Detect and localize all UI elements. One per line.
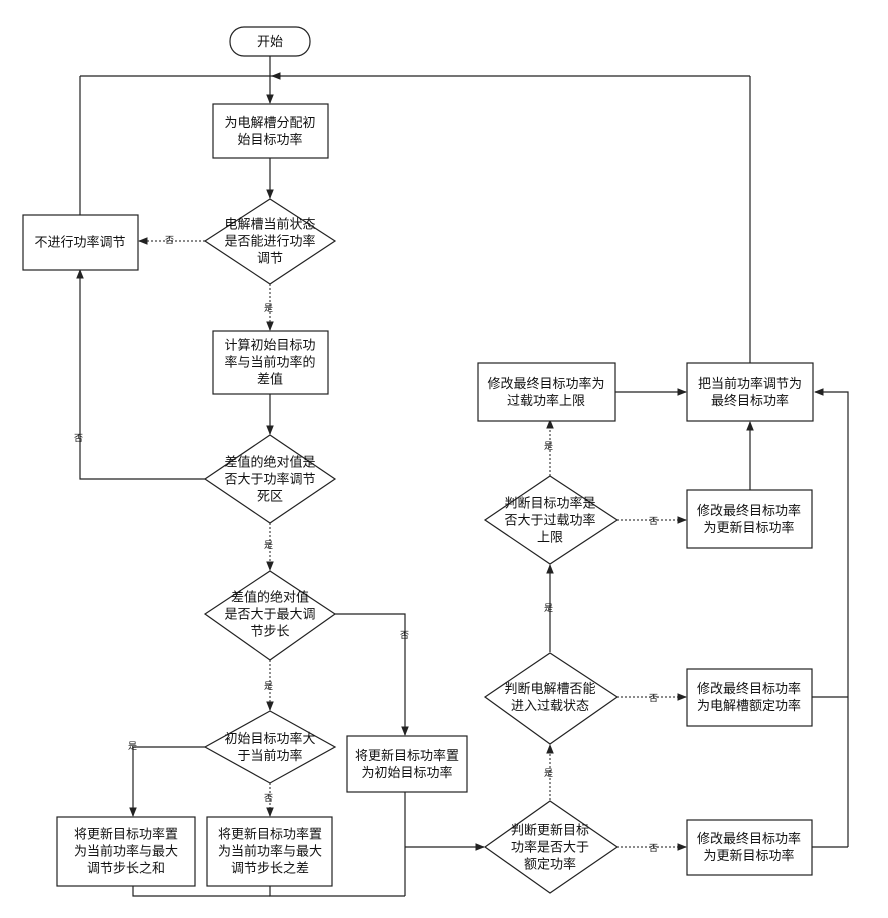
assign-line: 始目标功率: [237, 132, 302, 148]
final-overload-line: 过载功率上限: [507, 393, 585, 409]
max-step-line: 是否大于最大调: [224, 608, 315, 623]
enter-overload-line: 进入过载状态: [511, 699, 589, 714]
label-yes: 是: [544, 768, 553, 779]
set-sum-line: 将更新目标功率置: [74, 827, 178, 843]
set-diff-label: 将更新目标功率置为当前功率与最大调节步长之差: [218, 827, 322, 877]
max-step-line: 差值的绝对值: [231, 590, 309, 606]
label-yes: 是: [264, 540, 273, 551]
apply-line: 把当前功率调节为: [698, 376, 802, 392]
gt-overload-line: 否大于过载功率: [504, 513, 595, 529]
final-update2-line: 修改最终目标功率: [697, 831, 801, 847]
label-no: 否: [649, 843, 658, 854]
gt-rated-line: 功率是否大于: [511, 840, 589, 856]
final-update2-box: [687, 820, 812, 875]
final-update2-line: 为更新目标功率: [703, 848, 794, 864]
label-yes: 是: [128, 741, 137, 752]
deadzone-line: 否大于功率调节: [224, 472, 315, 488]
label-yes: 是: [264, 303, 273, 314]
apply-box: [687, 363, 813, 421]
gt-rated-line: 额定功率: [524, 857, 576, 873]
set-sum-label: 将更新目标功率置为当前功率与最大调节步长之和: [74, 827, 178, 877]
set-diff-line: 调节步长之差: [231, 862, 309, 877]
label-no: 否: [165, 235, 174, 246]
final-update1-box: [687, 490, 812, 548]
label-no: 否: [649, 693, 658, 704]
label-no: 否: [649, 516, 658, 527]
init-gt-cur-decision: [205, 711, 335, 783]
final-update1-line: 修改最终目标功率: [697, 503, 801, 519]
label-no: 否: [264, 793, 273, 804]
can-adjust-line: 是否能进行功率: [224, 234, 315, 250]
start-label: 开始: [257, 35, 283, 50]
start-line: 开始: [257, 35, 283, 50]
max-step-line: 节步长: [250, 625, 289, 640]
no-adjust-line: 不进行功率调节: [34, 235, 125, 251]
set-diff-line: 将更新目标功率置: [218, 827, 322, 843]
gt-rated-line: 判断更新目标: [511, 823, 589, 839]
label-no: 否: [74, 433, 83, 444]
apply-line: 最终目标功率: [711, 393, 789, 409]
label-yes: 是: [544, 603, 553, 614]
label-yes: 是: [264, 681, 273, 692]
init-gt-cur-line: 初始目标功率大: [224, 731, 315, 747]
set-init-line: 将更新目标功率置: [355, 748, 459, 764]
calc-diff-line: 差值: [257, 372, 283, 388]
set-sum-line: 为当前功率与最大: [74, 844, 178, 860]
assign-box: [213, 104, 328, 158]
final-overload-line: 修改最终目标功率为: [487, 376, 604, 392]
can-adjust-line: 调节: [257, 252, 283, 267]
no-adjust-label: 不进行功率调节: [34, 235, 125, 251]
calc-diff-line: 率与当前功率的: [224, 355, 315, 371]
can-adjust-line: 电解槽当前状态: [224, 217, 315, 233]
set-sum-line: 调节步长之和: [87, 862, 165, 877]
final-rated-line: 修改最终目标功率: [697, 681, 801, 697]
final-rated-box: [687, 669, 812, 726]
final-overload-box: [478, 363, 615, 421]
deadzone-line: 死区: [257, 490, 283, 505]
label-yes: 是: [544, 441, 553, 452]
assign-line: 为电解槽分配初: [224, 116, 315, 131]
init-gt-cur-line: 于当前功率: [237, 748, 302, 764]
set-init-line: 为初始目标功率: [361, 765, 452, 781]
enter-overload-line: 判断电解槽否能: [504, 682, 595, 697]
gt-overload-line: 判断目标功率是: [504, 496, 595, 512]
calc-diff-line: 计算初始目标功: [224, 339, 315, 354]
set-diff-line: 为当前功率与最大: [218, 844, 322, 860]
gt-overload-line: 上限: [537, 531, 563, 546]
label-no: 否: [400, 630, 409, 641]
set-init-box: [347, 736, 467, 792]
nodes: 开始 为电解槽分配初始目标功率 不进行功率调节 计算初始目标功率与当前功率的差值…: [23, 27, 813, 893]
final-rated-line: 为电解槽额定功率: [697, 698, 801, 714]
deadzone-line: 差值的绝对值是: [224, 455, 315, 471]
final-update1-line: 为更新目标功率: [703, 520, 794, 536]
